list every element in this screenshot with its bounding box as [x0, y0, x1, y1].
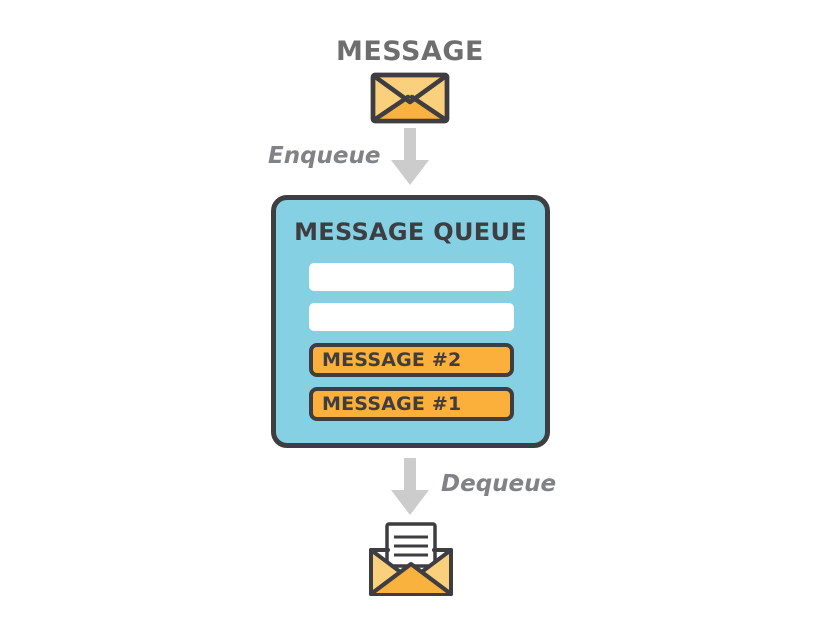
enqueue-label: Enqueue	[268, 143, 381, 169]
queue-slot-list: MESSAGE #2 MESSAGE #1	[309, 263, 514, 431]
queue-slot-empty[interactable]	[309, 263, 514, 291]
open-envelope-with-letter-icon	[368, 522, 454, 598]
dequeue-label: Dequeue	[441, 471, 557, 497]
queue-slot-empty[interactable]	[309, 303, 514, 331]
message-queue-container: MESSAGE QUEUE MESSAGE #2 MESSAGE #1	[271, 195, 550, 448]
arrow-down-icon	[390, 128, 430, 186]
arrow-down-icon	[390, 458, 430, 516]
queue-slot-label: MESSAGE #2	[322, 349, 462, 371]
queue-slot-label: MESSAGE #1	[322, 393, 462, 415]
queue-title: MESSAGE QUEUE	[294, 218, 527, 246]
closed-envelope-icon	[370, 72, 450, 124]
page-title: MESSAGE	[336, 36, 484, 67]
queue-slot-message[interactable]: MESSAGE #2	[309, 343, 514, 377]
queue-slot-message[interactable]: MESSAGE #1	[309, 387, 514, 421]
